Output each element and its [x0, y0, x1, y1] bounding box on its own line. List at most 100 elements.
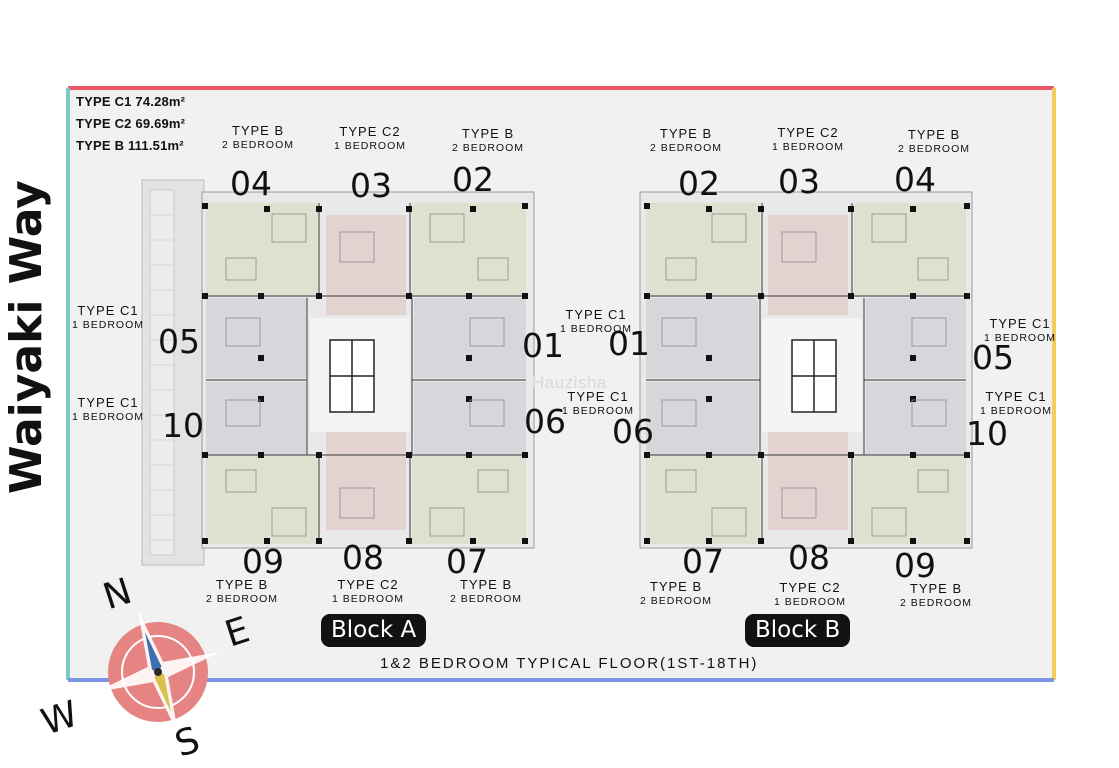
watermark: Hauzisha [532, 373, 607, 392]
unit-a07-area [412, 456, 526, 544]
unit-b06-number: 06 [612, 412, 654, 451]
unit-bedrooms: 1 BEDROOM [331, 593, 404, 605]
unit-bedrooms: 1 BEDROOM [979, 405, 1052, 417]
unit-a09-number: 09 [242, 542, 284, 581]
block-b-label: Block B [745, 614, 851, 647]
frame-right-edge [1052, 88, 1056, 680]
unit-bedrooms: 2 BEDROOM [451, 142, 524, 154]
unit-type: TYPE C2 [339, 124, 401, 139]
unit-type: TYPE B [659, 126, 713, 141]
compass-rose [95, 609, 221, 735]
unit-bedrooms: 1 BEDROOM [71, 411, 144, 423]
unit-b03-number: 03 [778, 162, 820, 201]
unit-b04-number: 04 [894, 160, 936, 199]
unit-b01-area [646, 298, 758, 378]
unit-a07-number: 07 [446, 542, 488, 581]
block-a-side-wing [141, 179, 205, 566]
unit-b01-number: 01 [608, 324, 650, 363]
unit-a09-type-label: TYPE B 2 BEDROOM [194, 576, 290, 605]
block-a-plan [201, 191, 535, 549]
unit-bedrooms: 2 BEDROOM [649, 142, 722, 154]
unit-b02-number: 02 [678, 164, 720, 203]
unit-b05-number: 05 [972, 338, 1014, 377]
unit-a02-number: 02 [452, 160, 494, 199]
unit-b02-type-label: TYPE B 2 BEDROOM [638, 125, 734, 154]
frame-bottom-edge [68, 678, 1054, 682]
block-b-plan [639, 191, 973, 549]
unit-type: TYPE C1 [77, 395, 139, 410]
unit-type: TYPE B [649, 579, 703, 594]
unit-bedrooms: 1 BEDROOM [559, 323, 632, 335]
unit-b07-area [646, 456, 760, 544]
area-legend: TYPE C1 74.28m² TYPE C2 69.69m² TYPE B 1… [76, 94, 185, 160]
unit-type: TYPE B [907, 127, 961, 142]
unit-type: TYPE C1 [985, 389, 1047, 404]
unit-b02-area [646, 203, 760, 295]
unit-a08-type-label: TYPE C2 1 BEDROOM [320, 576, 416, 605]
unit-a08-number: 08 [342, 538, 384, 577]
unit-a06-number: 06 [524, 402, 566, 441]
unit-a07-type-label: TYPE B 2 BEDROOM [438, 576, 534, 605]
unit-bedrooms: 2 BEDROOM [221, 139, 294, 151]
unit-b10-area [866, 382, 966, 454]
unit-b04-area [854, 203, 966, 295]
unit-b10-number: 10 [966, 414, 1008, 453]
unit-b09-area [854, 456, 966, 544]
unit-bedrooms: 2 BEDROOM [897, 143, 970, 155]
unit-b10-type-label: TYPE C1 1 BEDROOM [974, 388, 1058, 417]
unit-bedrooms: 1 BEDROOM [561, 405, 634, 417]
unit-a05-number: 05 [158, 322, 200, 361]
unit-a04-number: 04 [230, 164, 272, 203]
unit-b08-type-label: TYPE C2 1 BEDROOM [762, 579, 858, 608]
unit-a02-type-label: TYPE B 2 BEDROOM [440, 125, 536, 154]
unit-b05-type-label: TYPE C1 1 BEDROOM [978, 315, 1062, 344]
unit-b07-type-label: TYPE B 2 BEDROOM [628, 578, 724, 607]
unit-a05-area [206, 298, 306, 378]
unit-b06-area [646, 382, 758, 454]
unit-a02-area [412, 203, 526, 295]
unit-b03-type-label: TYPE C2 1 BEDROOM [760, 124, 856, 153]
frame-top-edge [68, 86, 1054, 90]
unit-type: TYPE C1 [989, 316, 1051, 331]
unit-a10-number: 10 [162, 406, 204, 445]
unit-bedrooms: 2 BEDROOM [205, 593, 278, 605]
unit-bedrooms: 2 BEDROOM [639, 595, 712, 607]
unit-a03-area [326, 215, 406, 315]
unit-b09-type-label: TYPE B 2 BEDROOM [888, 580, 984, 609]
unit-type: TYPE B [459, 577, 513, 592]
unit-a03-type-label: TYPE C2 1 BEDROOM [322, 123, 418, 152]
legend-item: TYPE C1 74.28m² [76, 94, 186, 109]
unit-type: TYPE B [909, 581, 963, 596]
unit-type: TYPE C2 [777, 125, 839, 140]
unit-a10-type-label: TYPE C1 1 BEDROOM [66, 394, 150, 423]
unit-a04-area [206, 203, 318, 295]
unit-a01-type-label: TYPE C1 1 BEDROOM [554, 306, 638, 335]
unit-type: TYPE C1 [77, 303, 139, 318]
unit-b04-type-label: TYPE B 2 BEDROOM [886, 126, 982, 155]
unit-bedrooms: 1 BEDROOM [333, 140, 406, 152]
frame-left-edge [66, 88, 70, 680]
unit-b08-number: 08 [788, 538, 830, 577]
unit-bedrooms: 1 BEDROOM [771, 141, 844, 153]
floor-title: 1&2 BEDROOM TYPICAL FLOOR(1ST-18TH) [380, 655, 759, 672]
unit-a08-area [326, 430, 406, 530]
unit-b08-area [768, 430, 848, 530]
unit-type: TYPE B [461, 126, 515, 141]
unit-type: TYPE C2 [779, 580, 841, 595]
unit-a01-number: 01 [522, 326, 564, 365]
unit-a10-area [206, 382, 306, 454]
block-a-label: Block A [321, 614, 427, 647]
unit-a04-type-label: TYPE B 2 BEDROOM [210, 122, 306, 151]
legend-item: TYPE B 111.51m² [76, 138, 184, 153]
unit-b09-number: 09 [894, 546, 936, 585]
unit-a03-number: 03 [350, 166, 392, 205]
unit-type: TYPE C2 [337, 577, 399, 592]
unit-bedrooms: 1 BEDROOM [773, 596, 846, 608]
unit-a06-type-label: TYPE C1 1 BEDROOM [556, 388, 640, 417]
legend-item: TYPE C2 69.69m² [76, 116, 186, 131]
unit-type: TYPE B [215, 577, 269, 592]
unit-type: TYPE C1 [567, 389, 629, 404]
unit-bedrooms: 1 BEDROOM [71, 319, 144, 331]
unit-bedrooms: 2 BEDROOM [449, 593, 522, 605]
